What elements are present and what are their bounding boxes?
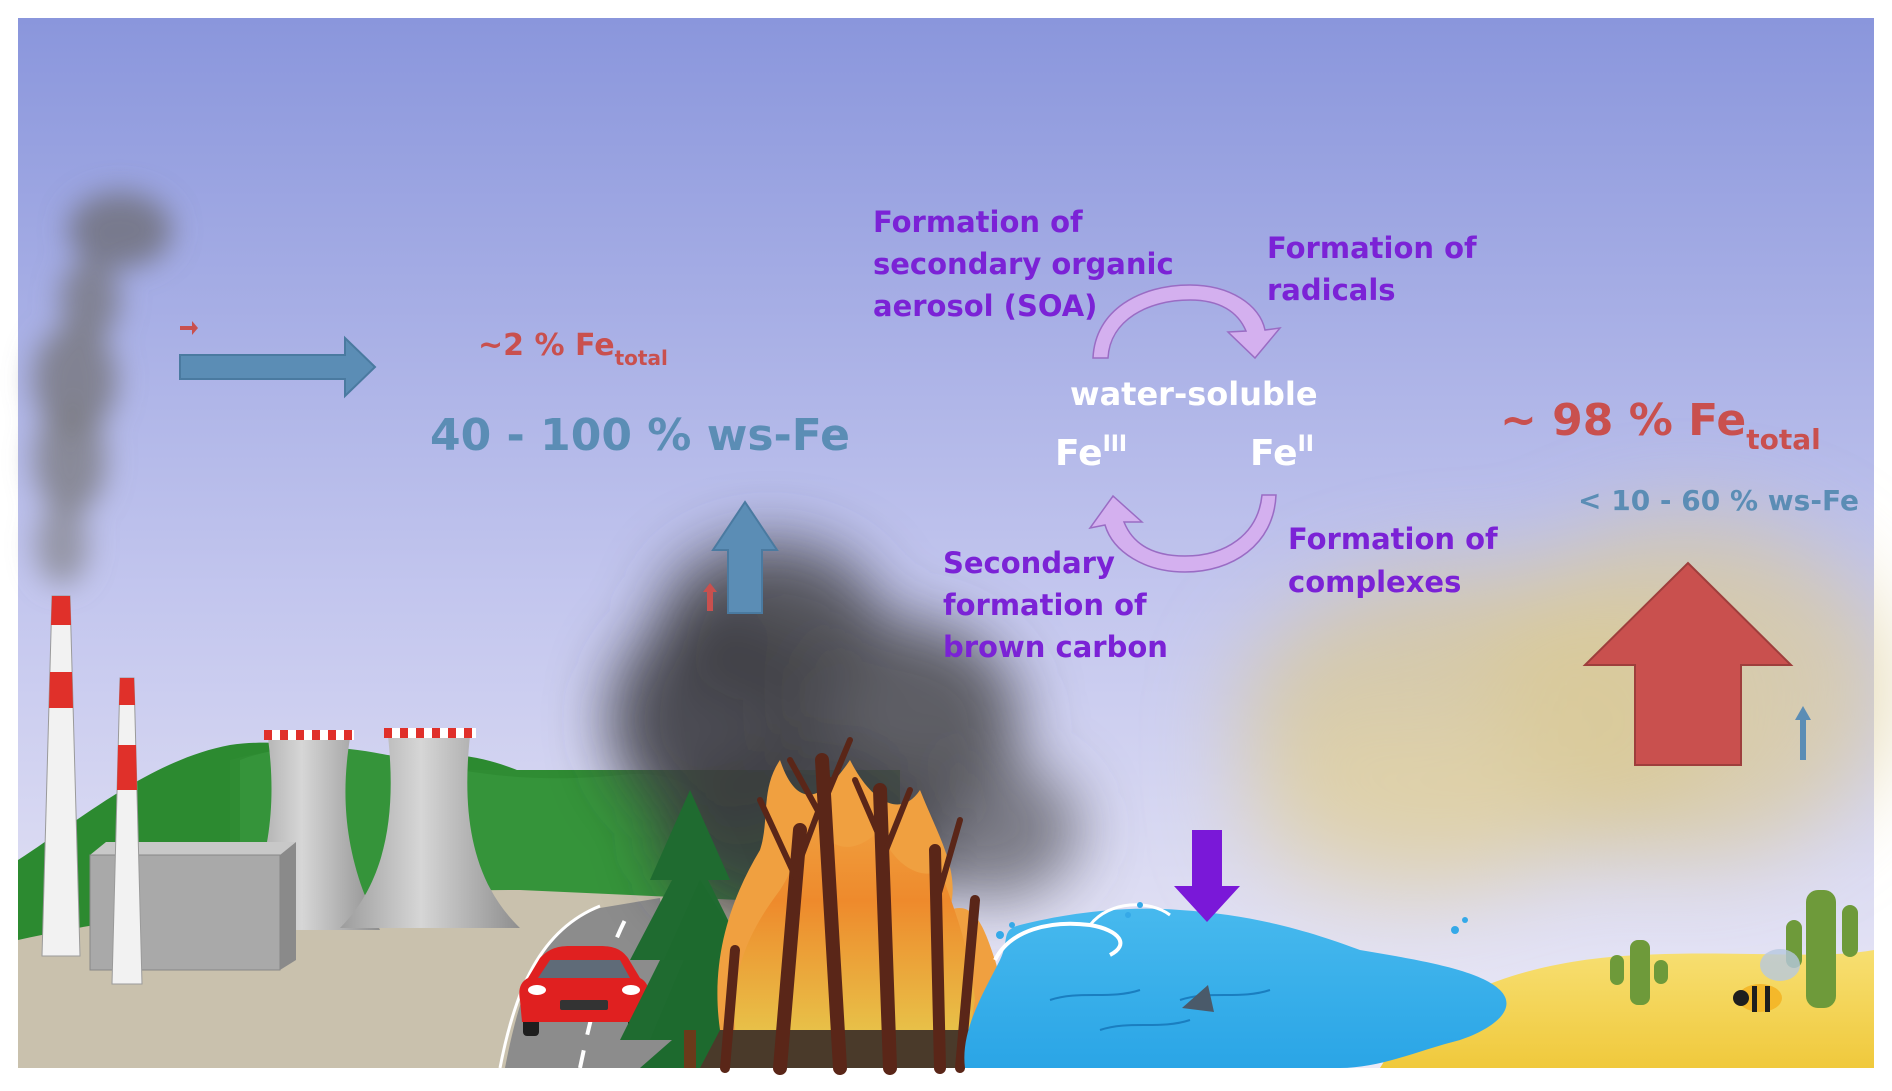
small-red-arrow-right <box>180 321 198 335</box>
burnt-trees <box>720 737 980 1075</box>
redox-cycle-arrows <box>1088 284 1282 573</box>
complexes-label-line2: complexes <box>1288 565 1461 599</box>
ocean <box>964 902 1507 1068</box>
fe2-label: FeII <box>1250 432 1314 474</box>
large-blue-arrow-right <box>179 335 377 399</box>
brown-carbon-label-line2: formation of <box>943 588 1147 622</box>
green-hills-right <box>240 747 760 900</box>
brown-carbon-label-line3: brown carbon <box>943 630 1168 664</box>
stack-plume <box>33 192 172 585</box>
cactus-icon <box>1610 890 1858 1008</box>
ws-fe-left: 40 - 100 % ws-Fe <box>430 410 850 461</box>
smokestacks <box>41 595 143 985</box>
soa-label-line3: aerosol (SOA) <box>873 289 1097 323</box>
fe-total-right: ~ 98 % Fetotal <box>1500 395 1821 456</box>
fe3-label: FeIII <box>1055 432 1127 474</box>
small-blue-arrow-up <box>1795 706 1811 760</box>
large-red-arrow-up <box>1582 561 1794 766</box>
bee-icon <box>1733 949 1800 1012</box>
brown-carbon-label-line1: Secondary <box>943 546 1115 580</box>
car-icon <box>519 946 649 1036</box>
radicals-label-line1: Formation of <box>1267 231 1477 265</box>
soa-label-line1: Formation of <box>873 205 1083 239</box>
radicals-label-line2: radicals <box>1267 273 1396 307</box>
deposition-arrow-down <box>1174 830 1240 922</box>
cooling-towers <box>238 728 520 930</box>
small-red-arrow-up <box>703 583 717 611</box>
large-blue-arrow-up <box>711 500 779 614</box>
complexes-label-line1: Formation of <box>1288 522 1498 556</box>
dust-cloud <box>1240 520 1890 900</box>
ws-fe-right: < 10 - 60 % ws-Fe <box>1578 484 1859 517</box>
water-soluble-label: water-soluble <box>1070 375 1318 413</box>
soa-label-line2: secondary organic <box>873 247 1174 281</box>
fe-total-left: ~2 % Fetotal <box>478 328 668 370</box>
desert-ground <box>1380 950 1874 1068</box>
